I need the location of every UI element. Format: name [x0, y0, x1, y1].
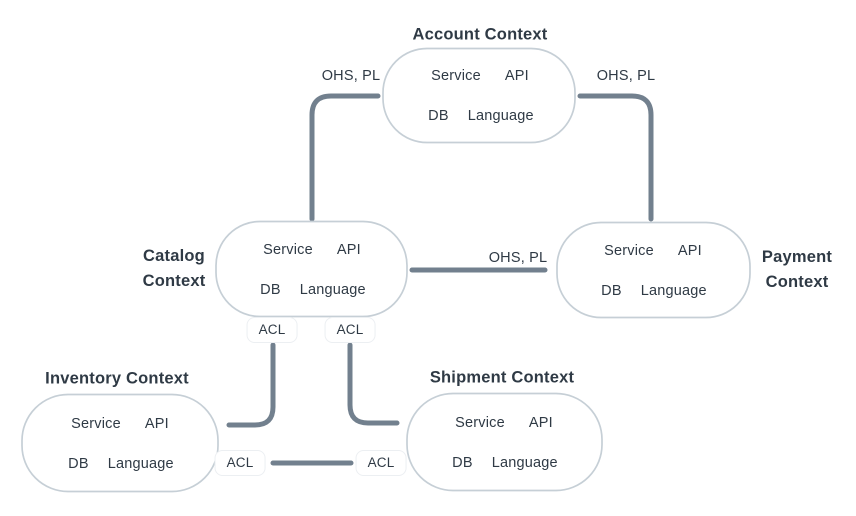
ohs-pl-label-catalog-payment: OHS, PL — [488, 250, 548, 266]
inventory-api-label: API — [144, 416, 169, 432]
inventory-context-title: Inventory Context — [45, 369, 189, 388]
account-internals-row2: DB Language — [428, 108, 534, 124]
account-service-label: Service — [431, 68, 481, 84]
ohs-pl-label-account-catalog: OHS, PL — [321, 68, 381, 84]
payment-context-shape — [556, 221, 751, 319]
inventory-db-label: DB — [68, 456, 89, 472]
connector-catalog-inventory — [226, 342, 276, 428]
shipment-internals-row1: Service API — [455, 415, 553, 431]
payment-service-label: Service — [604, 243, 654, 259]
shipment-internals-row2: DB Language — [452, 455, 558, 471]
catalog-internals-row2: DB Language — [260, 282, 366, 298]
account-language-label: Language — [467, 108, 534, 124]
shipment-service-label: Service — [455, 415, 505, 431]
acl-chip-catalog-inventory: ACL — [246, 317, 298, 343]
shipment-db-label: DB — [452, 455, 473, 471]
inventory-language-label: Language — [107, 456, 174, 472]
shipment-language-label: Language — [491, 455, 558, 471]
connector-account-catalog — [309, 93, 381, 222]
catalog-language-label: Language — [299, 282, 366, 298]
payment-internals-row2: DB Language — [601, 283, 707, 299]
catalog-api-label: API — [336, 242, 361, 258]
ohs-pl-label-account-payment: OHS, PL — [596, 68, 656, 84]
inventory-internals-row2: DB Language — [68, 456, 174, 472]
inventory-service-label: Service — [71, 416, 121, 432]
inventory-internals-row1: Service API — [71, 416, 169, 432]
catalog-internals-row1: Service API — [263, 242, 361, 258]
catalog-context-title: Catalog Context — [142, 247, 206, 290]
catalog-service-label: Service — [263, 242, 313, 258]
payment-db-label: DB — [601, 283, 622, 299]
acl-chip-catalog-shipment: ACL — [324, 317, 376, 343]
payment-context-title: Payment Context — [761, 248, 833, 291]
acl-chip-shipment-side: ACL — [355, 450, 407, 476]
payment-api-label: API — [677, 243, 702, 259]
account-context-shape — [382, 47, 576, 144]
payment-internals-row1: Service API — [604, 243, 702, 259]
shipment-context-shape — [406, 392, 603, 492]
account-db-label: DB — [428, 108, 449, 124]
connector-catalog-shipment — [347, 342, 400, 426]
inventory-context-shape — [21, 393, 219, 493]
account-internals-row1: Service API — [431, 68, 529, 84]
catalog-context-shape — [215, 220, 408, 318]
catalog-db-label: DB — [260, 282, 281, 298]
account-context-title: Account Context — [412, 25, 548, 44]
acl-chip-inventory-side: ACL — [214, 450, 266, 476]
connector-account-payment — [577, 93, 654, 222]
payment-language-label: Language — [640, 283, 707, 299]
shipment-context-title: Shipment Context — [429, 368, 575, 387]
shipment-api-label: API — [528, 415, 553, 431]
account-api-label: API — [504, 68, 529, 84]
